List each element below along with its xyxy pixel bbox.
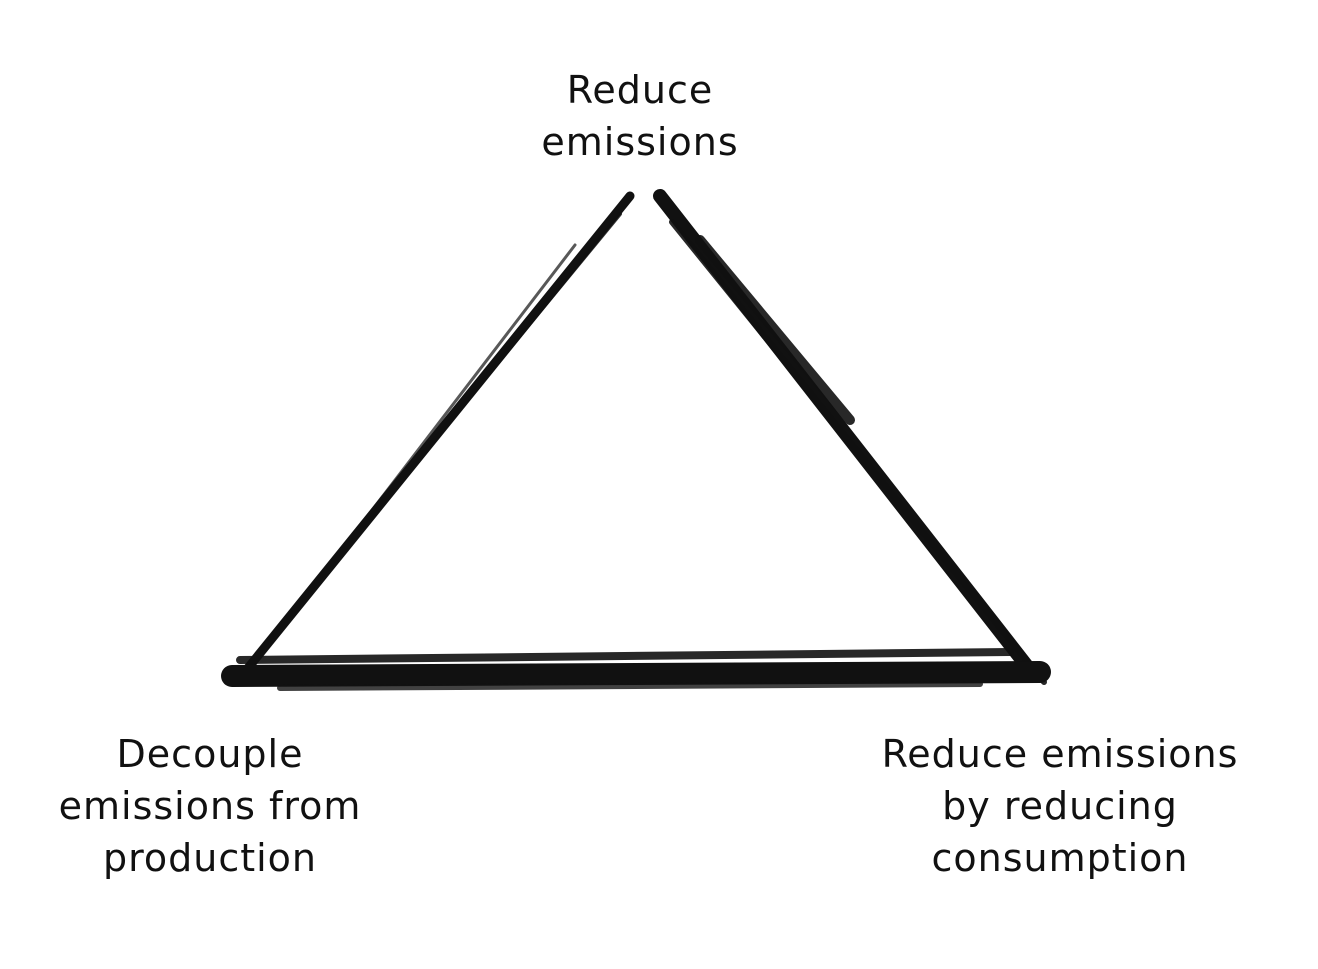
label-decouple-emissions: Decouple emissions from production	[10, 728, 410, 884]
label-left-line-1: Decouple	[116, 732, 304, 776]
label-right-line-1: Reduce emissions	[881, 732, 1239, 776]
label-reduce-consumption: Reduce emissions by reducing consumption	[840, 728, 1280, 884]
triangle-edge-bottom	[221, 661, 1051, 687]
label-right-line-3: consumption	[931, 836, 1189, 880]
triangle-edge-left-stroke3	[263, 243, 577, 652]
label-top-line-2: emissions	[541, 120, 739, 164]
label-reduce-emissions: Reduce emissions	[500, 64, 780, 168]
label-left-line-3: production	[102, 836, 318, 880]
triangle-edge-right-stroke3	[695, 235, 855, 425]
triangle-edge-bottom-stroke2	[236, 648, 1014, 664]
label-right-line-2: by reducing	[942, 784, 1178, 828]
label-left-line-2: emissions from	[58, 784, 362, 828]
triangle-edge-bottom-stroke3	[277, 681, 983, 691]
label-top-line-1: Reduce	[566, 68, 714, 112]
triangle-edge-right-stroke2	[669, 219, 1047, 685]
